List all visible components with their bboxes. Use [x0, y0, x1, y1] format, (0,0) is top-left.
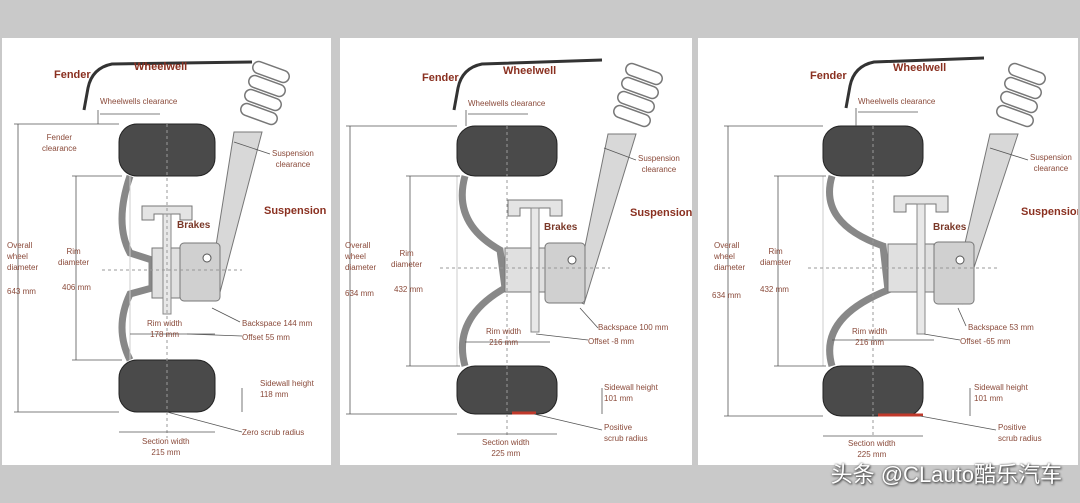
wheelwell-clearance-label: Wheelwells clearance — [468, 99, 546, 108]
fender-outline — [82, 60, 253, 111]
brakes-label: Brakes — [177, 220, 211, 231]
section-width-label: Section width 225 mm — [482, 438, 530, 458]
fender-label: Fender — [810, 70, 847, 82]
backspace-label: Backspace 53 mm — [968, 323, 1034, 332]
suspension-clearance-label: Suspension clearance — [272, 149, 314, 169]
overall-diameter-label: Overall wheel diameter — [7, 241, 39, 272]
rim-diameter-label: Rim diameter — [391, 249, 423, 269]
overall-diameter-label: Overall wheel diameter — [714, 241, 746, 272]
tire-bottom — [118, 359, 216, 413]
suspension-label: Suspension — [630, 207, 692, 219]
dimension-lines — [724, 108, 1029, 437]
dimension-lines — [14, 110, 271, 433]
suspension-clearance-label: Suspension clearance — [638, 154, 680, 174]
brakes-label: Brakes — [544, 222, 578, 233]
fender-clearance-label: Fender clearance — [42, 133, 77, 153]
wheel-diagram-svg — [346, 58, 663, 438]
fender-label: Fender — [54, 69, 91, 81]
backspace-label: Backspace 100 mm — [598, 323, 669, 332]
overall-diameter-value: 634 mm — [345, 289, 374, 298]
knuckle — [933, 241, 975, 305]
diagram-panel-positive-scrub-1: Fender Wheelwell Wheelwells clearance Su… — [340, 38, 692, 465]
sidewall-height-label: Sidewall height 101 mm — [974, 383, 1028, 403]
wheelwell-clearance-label: Wheelwells clearance — [100, 97, 178, 106]
knuckle — [179, 242, 221, 302]
section-width-label: Section width 225 mm — [848, 439, 896, 459]
knuckle-bolt-icon — [567, 255, 577, 265]
wheel-rim — [826, 175, 892, 367]
rim-diameter-value: 432 mm — [394, 285, 423, 294]
diagram-panel-zero-scrub: Fender Wheelwell Wheelwells clearance Fe… — [2, 38, 331, 465]
suspension-label: Suspension — [1021, 206, 1078, 218]
knuckle-bolt-icon — [202, 253, 212, 263]
rim-diameter-value: 406 mm — [62, 283, 91, 292]
brake-caliper — [141, 205, 193, 221]
rim-diameter-label: Rim diameter — [760, 247, 792, 267]
rim-diameter-value: 432 mm — [760, 285, 789, 294]
overall-diameter-label: Overall wheel diameter — [345, 241, 377, 272]
offset-label: Offset -65 mm — [960, 337, 1011, 346]
backspace-label: Backspace 144 mm — [242, 319, 313, 328]
coil-spring — [240, 60, 290, 126]
coil-spring — [996, 62, 1046, 128]
knuckle-bolt-icon — [955, 255, 965, 265]
knuckle — [544, 242, 586, 304]
rim-width-label: Rim width 216 mm — [486, 327, 522, 347]
rim-width-label: Rim width 178 mm — [147, 319, 183, 339]
fender-outline — [452, 58, 603, 111]
section-width-label: Section width 215 mm — [142, 437, 190, 457]
offset-label: Offset 55 mm — [242, 333, 290, 342]
scrub-radius-label: Positive scrub radius — [604, 423, 648, 443]
diagram-panel-positive-scrub-2: Fender Wheelwell Wheelwells clearance Su… — [698, 38, 1078, 465]
scrub-radius-label: Positive scrub radius — [998, 423, 1042, 443]
sidewall-height-label: Sidewall height 101 mm — [604, 383, 658, 403]
scrub-radius-label: Zero scrub radius — [242, 428, 305, 437]
brake-rotor — [916, 203, 926, 335]
offset-label: Offset -8 mm — [588, 337, 635, 346]
brake-rotor — [530, 207, 540, 333]
wheel-diagram-svg — [14, 60, 290, 438]
wheelwell-label: Wheelwell — [893, 62, 947, 74]
watermark: 头条 @CLauto酷乐汽车 — [830, 462, 1062, 487]
overall-diameter-value: 643 mm — [7, 287, 36, 296]
sidewall-height-label: Sidewall height 118 mm — [260, 379, 314, 399]
suspension-strut — [573, 133, 637, 305]
wheelwell-label: Wheelwell — [134, 61, 188, 73]
brakes-label: Brakes — [933, 222, 967, 233]
wheel-diagram-svg — [724, 56, 1046, 438]
rim-diameter-label: Rim diameter — [58, 247, 90, 267]
fender-label: Fender — [422, 72, 459, 84]
rim-width-label: Rim width 216 mm — [852, 327, 888, 347]
coil-spring — [613, 62, 663, 128]
suspension-clearance-label: Suspension clearance — [1030, 153, 1072, 173]
wheelwell-label: Wheelwell — [503, 65, 557, 77]
fender-outline — [844, 56, 985, 109]
dimension-lines — [346, 110, 637, 435]
overall-diameter-value: 634 mm — [712, 291, 741, 300]
wheelwell-clearance-label: Wheelwells clearance — [858, 97, 936, 106]
suspension-label: Suspension — [264, 205, 327, 217]
